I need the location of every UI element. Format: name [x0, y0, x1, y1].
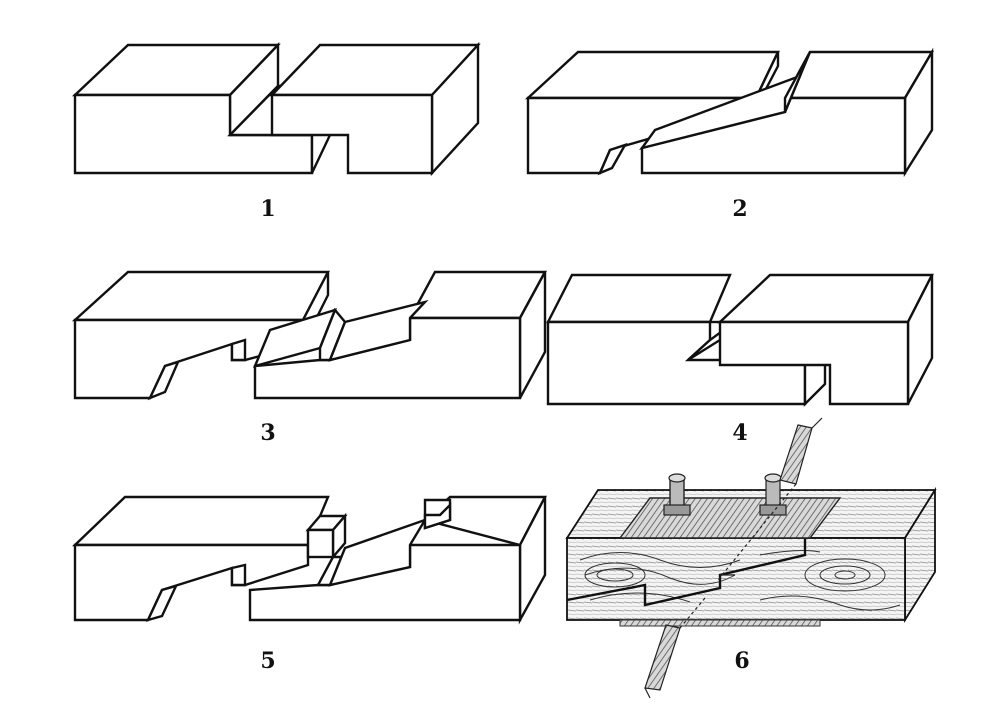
- figure-4-hook-joint: [546, 273, 934, 407]
- figure-3-left-block: [71, 270, 330, 401]
- figure-2-label: 2: [732, 196, 748, 222]
- figure-6-top-plate: [618, 497, 842, 539]
- figure-6-label: 6: [734, 648, 750, 674]
- figure-1-half-lap-joint: [71, 41, 481, 177]
- figure-6-lower-dowel: [644, 597, 706, 699]
- figure-1-left-block: [71, 42, 332, 175]
- figure-3-label: 3: [260, 420, 276, 446]
- figure-1-right-block: [269, 41, 481, 177]
- figure-2-right-block: [639, 47, 935, 178]
- figure-4-label: 4: [732, 420, 748, 446]
- figure-5-label: 5: [260, 648, 276, 674]
- figure-5-key: [305, 512, 348, 561]
- figure-5-scarf-joint-with-key: [72, 495, 547, 625]
- figure-6-bolted-scarf-joint: [565, 417, 937, 699]
- figure-5-right-block: [248, 495, 547, 625]
- figure-3-right-block: [252, 270, 548, 400]
- figure-1-label: 1: [260, 196, 276, 222]
- figure-2-scarf-joint: [524, 47, 935, 178]
- figure-6-bolts: [663, 473, 787, 516]
- figure-6-upper-dowel: [717, 417, 823, 581]
- figure-3-stepped-scarf-joint: [71, 270, 548, 401]
- figure-4-right-block: [710, 273, 934, 406]
- figure-6-bottom-plate: [619, 619, 821, 627]
